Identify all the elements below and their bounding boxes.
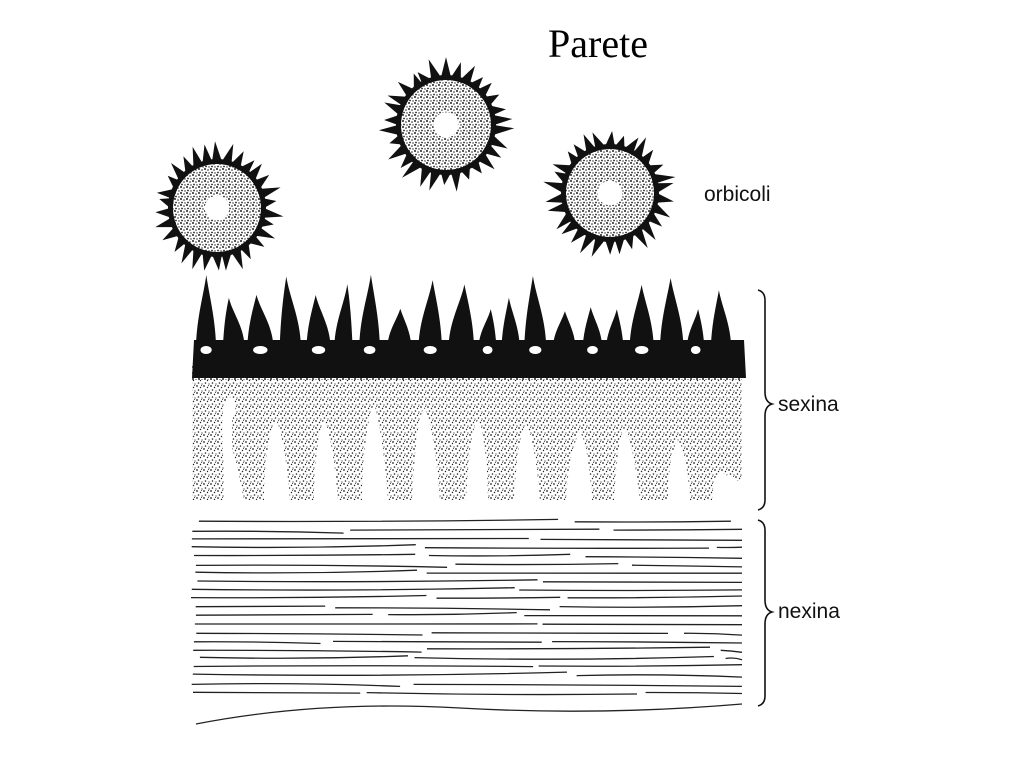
orbicolo-center-hole [597,180,623,206]
nexina-lamella [426,646,711,650]
tectum-spine [247,294,274,345]
nexina-lamella [428,553,571,557]
nexina-bracket [757,519,775,707]
sexina-layer [192,362,742,500]
tectum-spine [387,308,412,345]
tectum-spine [687,309,705,345]
nexina-lamella [196,632,423,636]
tectum-spine [306,295,331,345]
nexina-lamella [552,640,743,644]
tectum-spine [359,274,380,345]
orbicoli-label: orbicoli [704,183,771,206]
nexina-lamella [191,544,416,549]
sexina-columella-layer [192,362,742,500]
nexina-lamella [613,528,743,531]
nexina-lamella [192,691,361,694]
tectum-lumen [311,346,326,354]
tectum-lumen [253,346,268,354]
nexina-lamella [645,691,743,695]
tectum-lumen [690,346,701,354]
sexina-label: sexina [778,393,839,416]
nexina-lamella [350,528,600,531]
nexina-lamella [190,594,427,599]
nexina-lamella [725,657,743,661]
nexina-lamella [631,564,743,568]
tectum-spine [524,276,547,345]
tectum-lumen [482,346,493,354]
nexina-lamella [585,556,743,559]
orbicolo-center-hole [204,195,230,221]
tectum-band [192,340,746,378]
nexina-lamella [198,518,559,523]
page-title: Parete [548,21,648,66]
nexina-lamella [366,691,638,696]
tectum-lumen [200,346,212,354]
nexina-lamella [413,683,742,688]
nexina-lamella [414,655,714,660]
tectum-spine [582,307,603,345]
nexina-lamella [195,564,448,568]
nexina-lamella [576,674,743,678]
nexina-lamella [195,569,418,574]
sexina-bracket [757,289,775,511]
nexina-lamella [191,587,515,591]
nexina-lamella [684,632,743,636]
tectum-spine [553,311,576,345]
tectum-spine [660,278,684,345]
nexina-lamella [388,611,517,616]
nexina-lamella [436,596,561,599]
nexina-lamella [574,520,731,523]
nexina-lamella [519,589,743,592]
nexina-lamella [195,613,373,616]
tectum-lumen [635,346,649,354]
tectum-spine [196,275,217,345]
nexina-lamella [720,649,743,653]
nexina-lamella [542,581,743,584]
nexina-lamella [192,671,568,676]
nexina-lamella [197,579,538,583]
nexina-lamella [431,632,669,635]
nexina-lamella [195,703,743,725]
tectum-spine [501,297,520,345]
nexina-label: nexina [778,600,840,623]
tectum-spine [448,284,474,345]
nexina-lamella [193,553,416,557]
nexina-lamella [538,664,743,667]
tectum-spines [192,274,746,378]
orbicolo-center-hole [433,112,459,138]
nexina-layer [190,518,743,725]
nexina-lamella [192,530,344,534]
nexina-lamella [567,595,743,599]
tectum-spine [629,284,654,345]
nexina-lamella [332,640,542,643]
nexina-lamella [455,562,619,566]
orbicolo-right [543,131,676,257]
nexina-lamella [199,655,409,659]
nexina-lamella [193,665,534,668]
tectum-lumen [587,346,598,354]
nexina-lamella [542,623,743,626]
nexina-lamella [193,641,321,645]
tectum-spine [418,280,442,345]
nexina-lamella [559,605,743,608]
nexina-lamella [193,649,422,653]
tectum-lumen [423,346,437,354]
orbicolo-left [155,141,284,271]
nexina-lamella [335,607,551,611]
tectum-spine [478,309,497,345]
tectum-spine [334,284,353,345]
tectum-lumen [529,346,542,354]
tectum-spine [223,297,245,345]
tectum-spine [711,290,732,345]
tectum-spine [279,276,301,345]
nexina-lamella [424,547,710,549]
tectum-lumen [363,346,376,354]
tectum-spine [606,309,624,345]
orbicolo-center [378,57,515,192]
nexina-lamella [191,682,401,688]
nexina-lamella [195,605,326,608]
nexina-lamella [540,538,743,541]
